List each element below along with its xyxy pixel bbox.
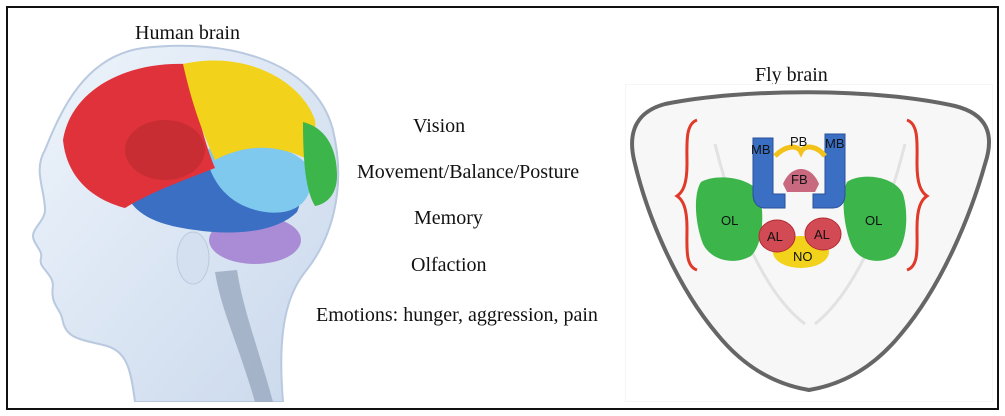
function-movement: Movement/Balance/Posture [357, 161, 579, 184]
function-memory: Memory [414, 207, 483, 230]
fly-brain-illustration: MB PB MB FB OL OL AL AL NO [625, 84, 993, 402]
label-no: NO [793, 249, 813, 264]
limbic-region [125, 120, 205, 180]
label-mb-right: MB [825, 136, 845, 151]
label-ol-left: OL [721, 213, 738, 228]
label-al-left: AL [767, 229, 783, 244]
label-pb: PB [790, 134, 807, 149]
label-al-right: AL [814, 227, 830, 242]
function-olfaction: Olfaction [411, 254, 487, 277]
function-emotions: Emotions: hunger, aggression, pain [316, 304, 598, 327]
function-vision: Vision [413, 115, 465, 138]
label-mb-left: MB [751, 142, 771, 157]
human-brain-illustration [15, 40, 355, 402]
label-ol-right: OL [865, 213, 882, 228]
label-fb: FB [791, 172, 808, 187]
